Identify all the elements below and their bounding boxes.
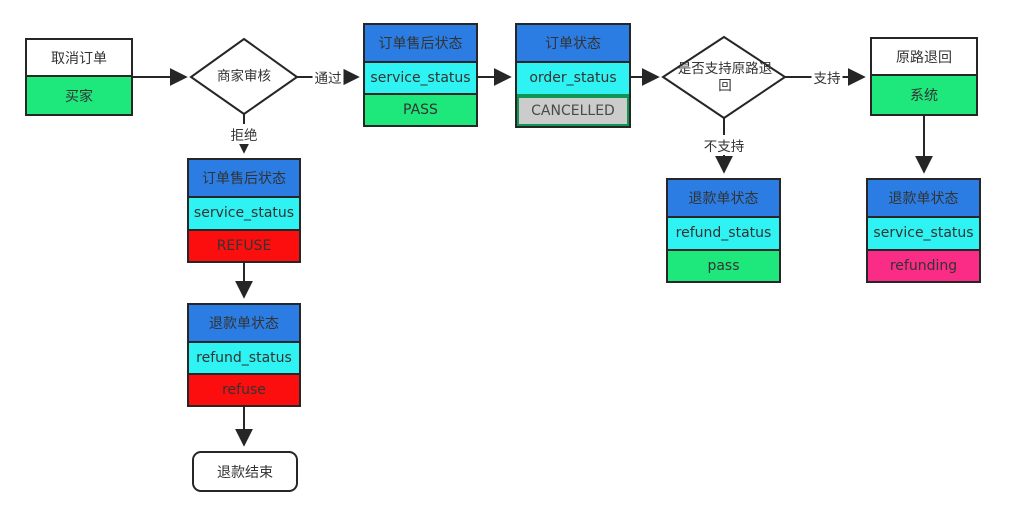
decision-support-original-route (661, 35, 787, 120)
node-row: order_status (517, 61, 629, 94)
node-row: PASS (365, 93, 476, 125)
node-row: service_status (868, 216, 979, 249)
node-row: refuse (189, 373, 299, 405)
node-row: CANCELLED (517, 93, 629, 126)
decision-merchant-review (189, 37, 299, 116)
edge-label-support: 支持 (811, 67, 843, 87)
node-row: 订单状态 (517, 25, 629, 61)
node-after-sale-status-refuse: 订单售后状态 service_status REFUSE (187, 158, 301, 263)
node-refund-status-refuse: 退款单状态 refund_status refuse (187, 303, 301, 407)
node-row: service_status (365, 61, 476, 93)
node-row: refund_status (189, 341, 299, 373)
node-row: 退款单状态 (189, 305, 299, 341)
edge-label-not-support: 不支持 (701, 135, 747, 155)
node-row: 订单售后状态 (189, 160, 299, 196)
node-refund-status-pass: 退款单状态 refund_status pass (666, 178, 781, 283)
node-row: refund_status (668, 216, 779, 249)
node-row: refunding (868, 248, 979, 281)
node-row: service_status (189, 196, 299, 229)
node-after-sale-status-pass: 订单售后状态 service_status PASS (363, 23, 478, 127)
node-row: 退款单状态 (668, 180, 779, 216)
node-original-route-return: 原路退回 系统 (870, 37, 978, 116)
node-row: 买家 (27, 75, 131, 114)
edge-label-refuse: 拒绝 (228, 124, 260, 144)
node-row: 订单售后状态 (365, 25, 476, 61)
node-order-status-cancelled: 订单状态 order_status CANCELLED (515, 23, 631, 128)
node-row: 原路退回 (872, 39, 976, 74)
node-refund-end: 退款结束 (192, 451, 298, 492)
node-row: pass (668, 248, 779, 281)
node-cancel-order: 取消订单 买家 (25, 38, 133, 116)
node-row: REFUSE (189, 228, 299, 261)
node-row: 退款单状态 (868, 180, 979, 216)
node-row: 系统 (872, 74, 976, 114)
node-refund-status-refunding: 退款单状态 service_status refunding (866, 178, 981, 283)
edge-label-pass: 通过 (312, 67, 344, 87)
node-row: 取消订单 (27, 40, 131, 75)
